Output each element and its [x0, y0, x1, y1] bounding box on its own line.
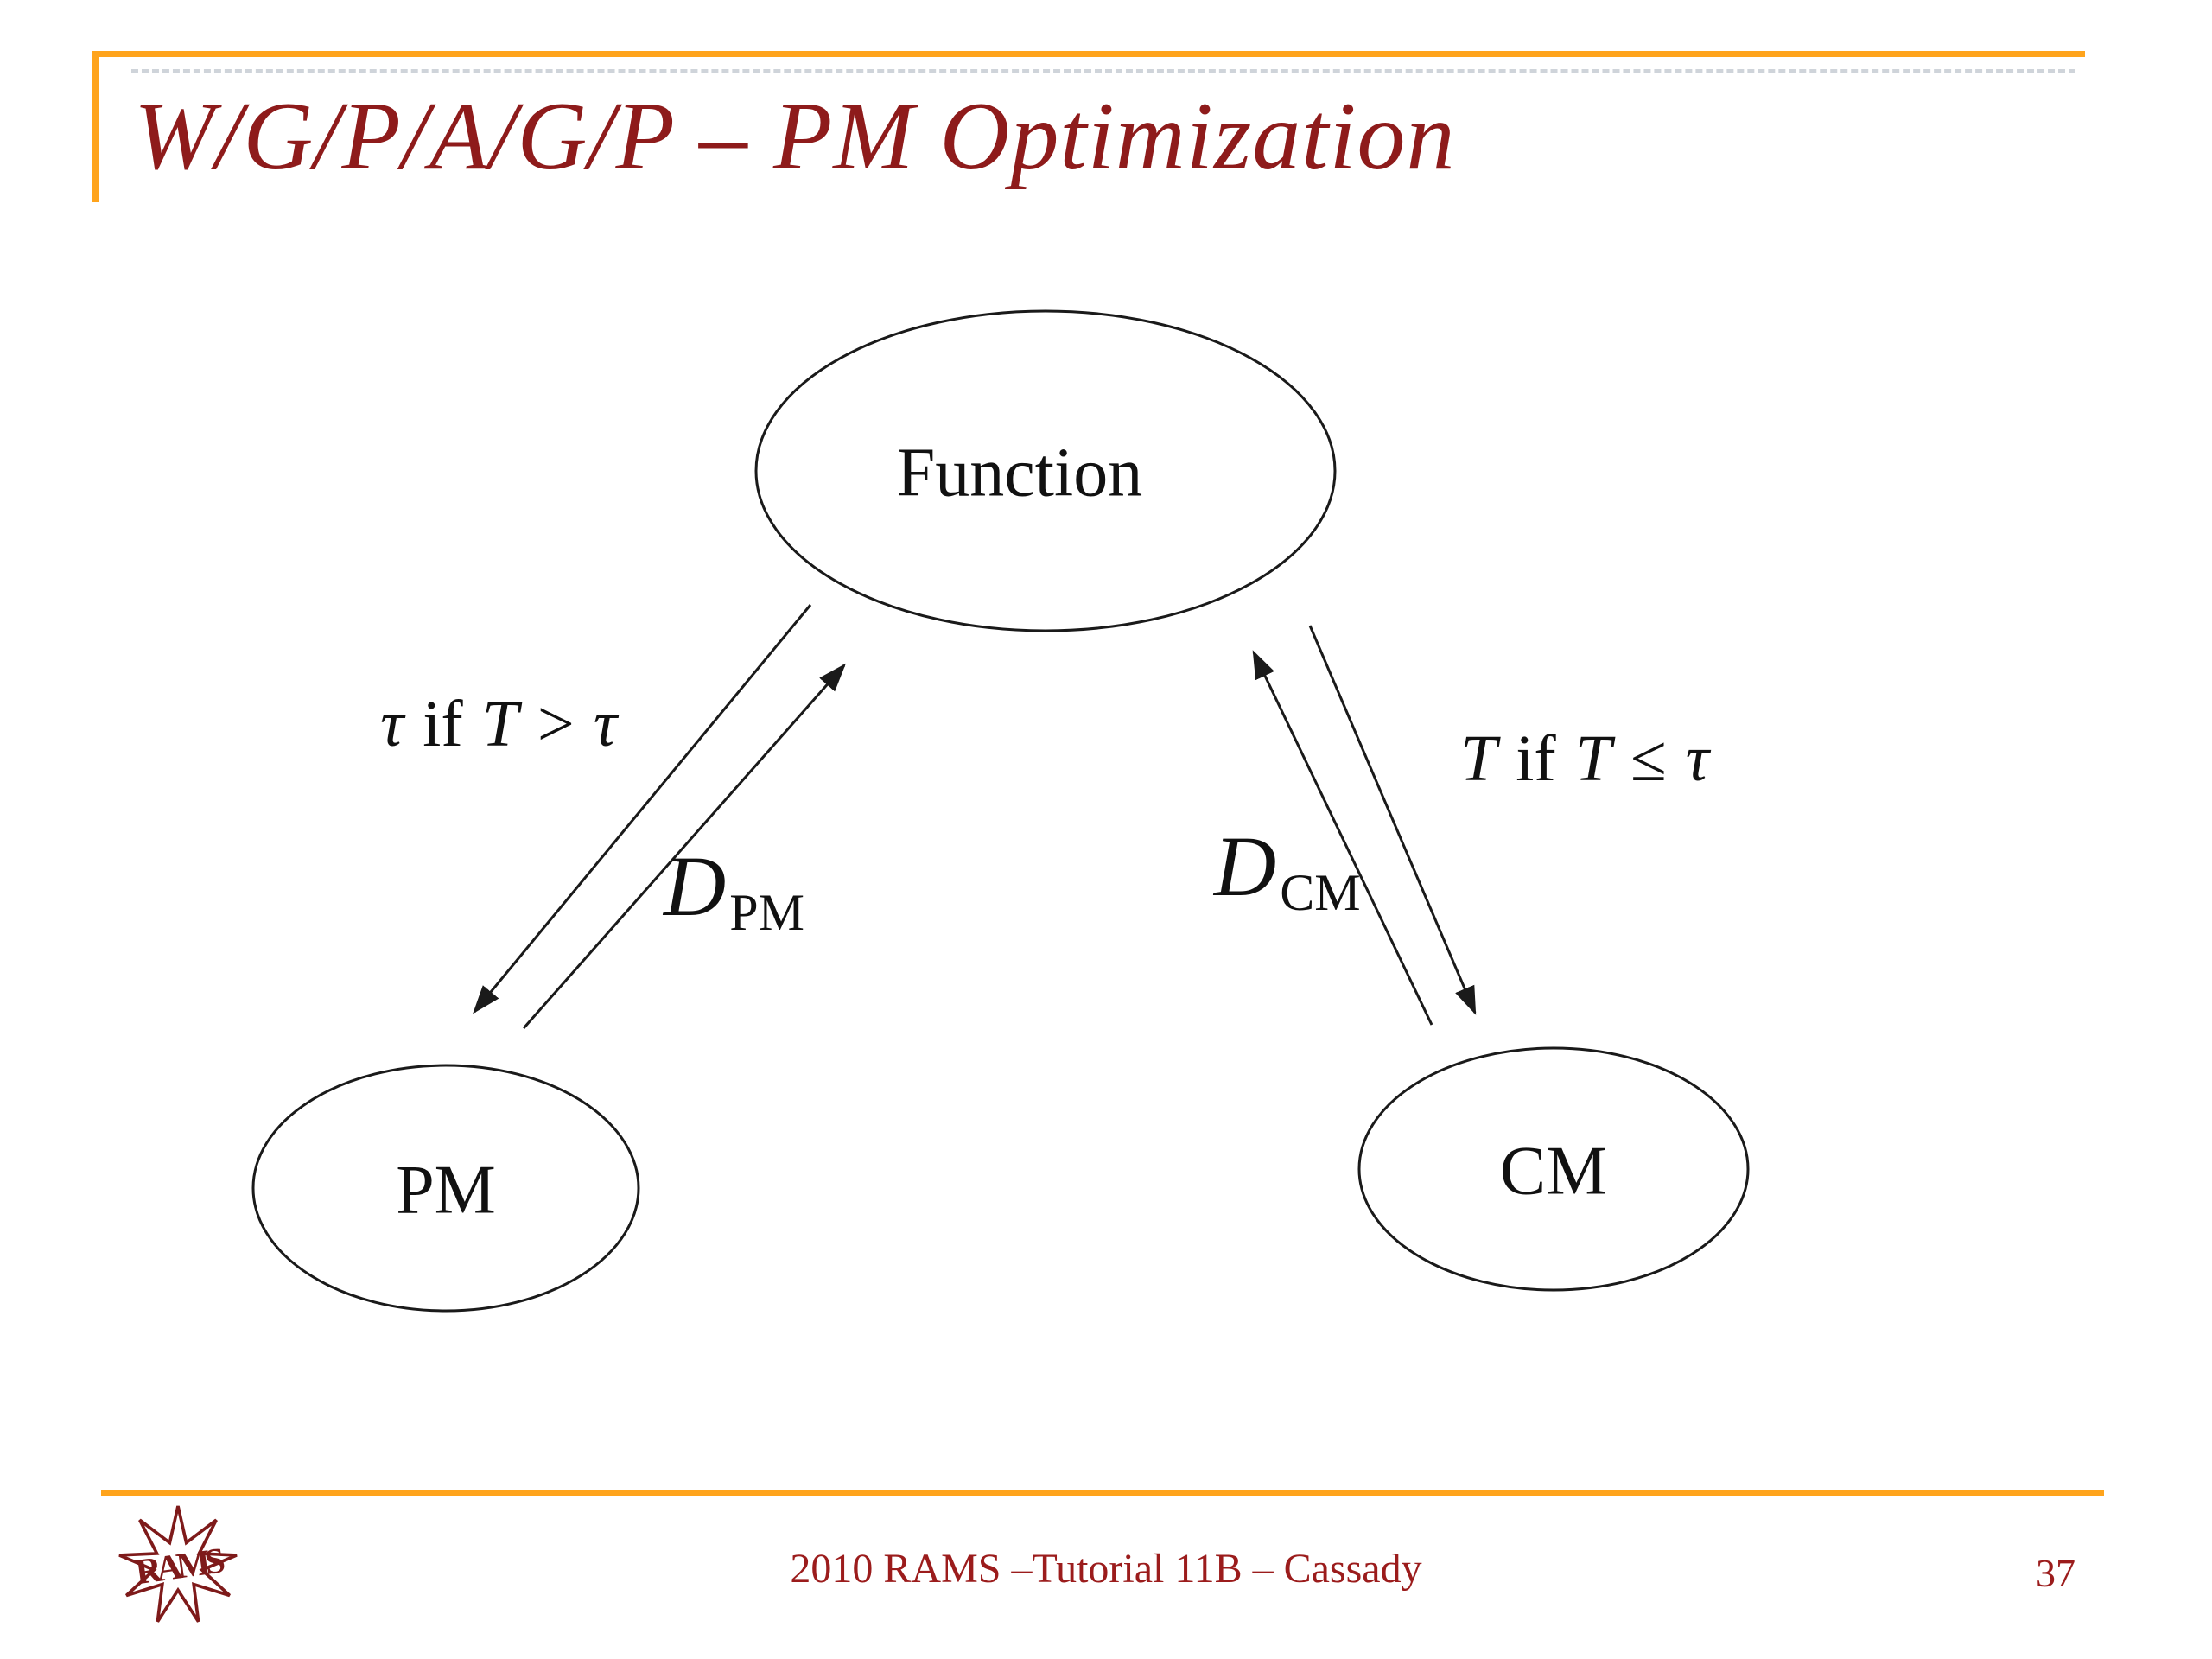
rams-logo-monogram: RAMS — [133, 1541, 226, 1592]
tau-symbol: τ — [593, 688, 617, 760]
footer-accent-line — [101, 1490, 2104, 1496]
greater-than-operator: > — [537, 688, 575, 760]
pm-node-label: PM — [396, 1152, 496, 1229]
t-variable: T — [481, 688, 518, 760]
tau-symbol: τ — [1685, 722, 1709, 795]
function-node-ellipse — [754, 309, 1337, 632]
arrow-function-to-cm — [1308, 625, 1477, 1015]
arrow-function-to-pm — [473, 604, 812, 1014]
cm-subscript: CM — [1280, 863, 1361, 921]
pm-node-ellipse — [251, 1064, 640, 1313]
left-accent-line — [92, 51, 99, 202]
top-accent-line — [92, 51, 2085, 57]
d-variable: D — [1214, 818, 1277, 914]
arrow-cm-to-function — [1252, 650, 1433, 1026]
edge-label-pm-duration: DPM — [664, 836, 804, 943]
page-title: W/G/P/A/G/P – PM Optimization — [134, 83, 1456, 190]
edge-label-cm-duration: DCM — [1214, 817, 1361, 923]
d-variable: D — [664, 838, 727, 934]
tau-symbol: τ — [380, 688, 404, 760]
if-word: if — [1516, 722, 1556, 795]
arrow-pm-to-function — [522, 663, 846, 1029]
pm-subscript: PM — [729, 883, 804, 941]
if-word: if — [423, 688, 463, 760]
cm-node-ellipse — [1357, 1046, 1750, 1292]
t-variable: T — [1460, 722, 1497, 795]
footer-text: 2010 RAMS –Tutorial 11B – Cassady — [790, 1546, 1422, 1592]
function-node-label: Function — [896, 435, 1143, 512]
top-dotted-line — [131, 69, 2075, 73]
less-equal-operator: ≤ — [1630, 722, 1667, 795]
cm-node-label: CM — [1499, 1133, 1608, 1210]
rams-logo-star-icon — [118, 1505, 238, 1623]
rams-logo: RAMS — [118, 1505, 238, 1623]
page-number: 37 — [2036, 1551, 2075, 1595]
t-variable: T — [1574, 722, 1611, 795]
